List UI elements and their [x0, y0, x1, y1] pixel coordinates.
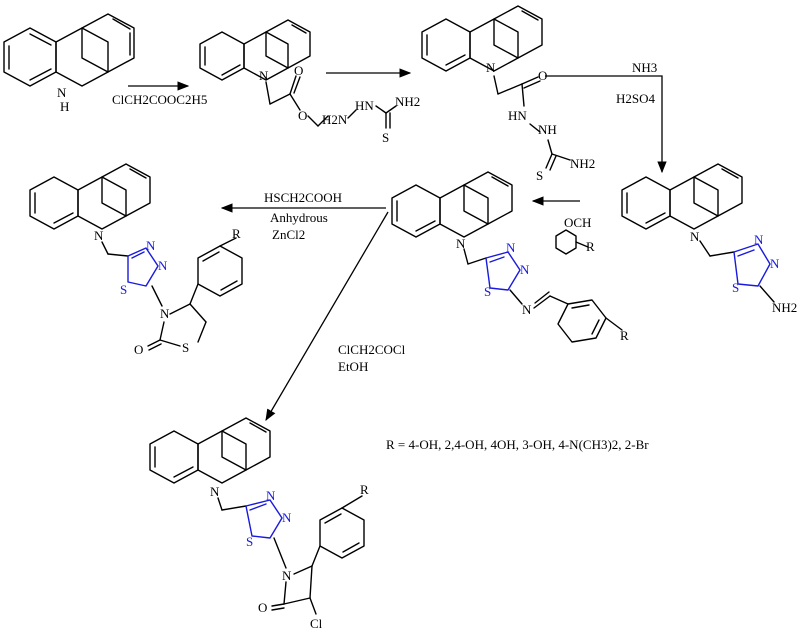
reagent-step5-l1: HSCH2COOH — [264, 190, 342, 205]
tzd-ring-s: S — [182, 340, 189, 355]
carbazole: N H — [3, 13, 135, 114]
amino-carbazole-n: N — [690, 229, 700, 244]
tsc-h2n: H2N — [322, 112, 348, 127]
tzd-td-s: S — [120, 282, 127, 297]
amino-td-s: S — [732, 280, 739, 295]
schiff-imine-n: N — [522, 302, 532, 317]
amino-td-n2: N — [770, 256, 780, 271]
tzd-carbazole-n: N — [94, 228, 104, 243]
tsc-hn: HN — [355, 98, 374, 113]
aldehyde-reagent: OCH R — [555, 215, 595, 255]
reagent-step6-l1: ClCH2COCl — [338, 342, 406, 357]
reagent-step5-l3: ZnCl2 — [272, 227, 305, 242]
ester-carbonyl-o: O — [294, 63, 303, 78]
tsc-nh2: NH2 — [395, 94, 420, 109]
carbazole-nh-n: N — [57, 85, 67, 100]
schiff-td-n2: N — [520, 262, 530, 277]
schiff-base: N N N S N R — [391, 171, 629, 343]
tzd-td-n2: N — [158, 258, 168, 273]
arrow-step3 — [545, 75, 667, 174]
acyl-thiosemicarbazide: N O HN NH NH2 S — [421, 5, 595, 183]
r-definition: R = 4-OH, 2,4-OH, 4OH, 3-OH, 4-N(CH3)2, … — [386, 437, 649, 452]
reagent-step4: OCH — [564, 215, 591, 230]
tzd-r: R — [232, 226, 241, 241]
adduct-o: O — [538, 68, 547, 83]
aldehyde-r: R — [586, 239, 595, 254]
tzd-ring-n: N — [160, 306, 170, 321]
amino-td-n1: N — [754, 232, 764, 247]
adduct-nh: NH — [538, 122, 557, 137]
ester-n: N — [259, 68, 269, 83]
aze-cl: Cl — [310, 616, 323, 631]
aze-td-n1: N — [266, 488, 276, 503]
aze-carbonyl-o: O — [258, 600, 267, 615]
thiosemicarbazide: H2N HN NH2 S — [322, 94, 420, 145]
tzd-carbonyl-o: O — [134, 342, 143, 357]
amino-nh2: NH2 — [772, 300, 797, 315]
adduct-n: N — [486, 60, 496, 75]
tsc-s: S — [382, 130, 389, 145]
schiff-td-s: S — [484, 284, 491, 299]
reagent-step3-l1: NH3 — [632, 60, 657, 75]
carbazole-nh-h: H — [60, 99, 69, 114]
adduct-hn: HN — [508, 108, 527, 123]
azetidinone-product: N N N S N O Cl R — [149, 417, 369, 631]
aze-r: R — [360, 482, 369, 497]
reagent-step1: ClCH2COOC2H5 — [112, 92, 207, 107]
aze-td-n2: N — [282, 510, 292, 525]
adduct-s: S — [536, 168, 543, 183]
carbazolyl-ester: N O O — [199, 19, 329, 127]
adduct-nh2: NH2 — [570, 156, 595, 171]
ester-o: O — [298, 108, 307, 123]
reagent-step5-l2: Anhydrous — [270, 210, 328, 225]
aze-carbazole-n: N — [210, 484, 220, 499]
reagent-step3-l2: H2SO4 — [616, 91, 656, 106]
schiff-td-n1: N — [506, 240, 516, 255]
amino-thiadiazole: N N N S NH2 — [621, 163, 797, 315]
arrow-step6 — [265, 211, 389, 422]
aze-ring-n: N — [282, 568, 292, 583]
schiff-carbazole-n: N — [456, 236, 466, 251]
aze-td-s: S — [246, 534, 253, 549]
reagent-step6-l2: EtOH — [338, 359, 368, 374]
tzd-td-n1: N — [146, 238, 156, 253]
thiazolidinone-product: N N N S N S O R — [29, 163, 243, 357]
schiff-r: R — [620, 328, 629, 343]
